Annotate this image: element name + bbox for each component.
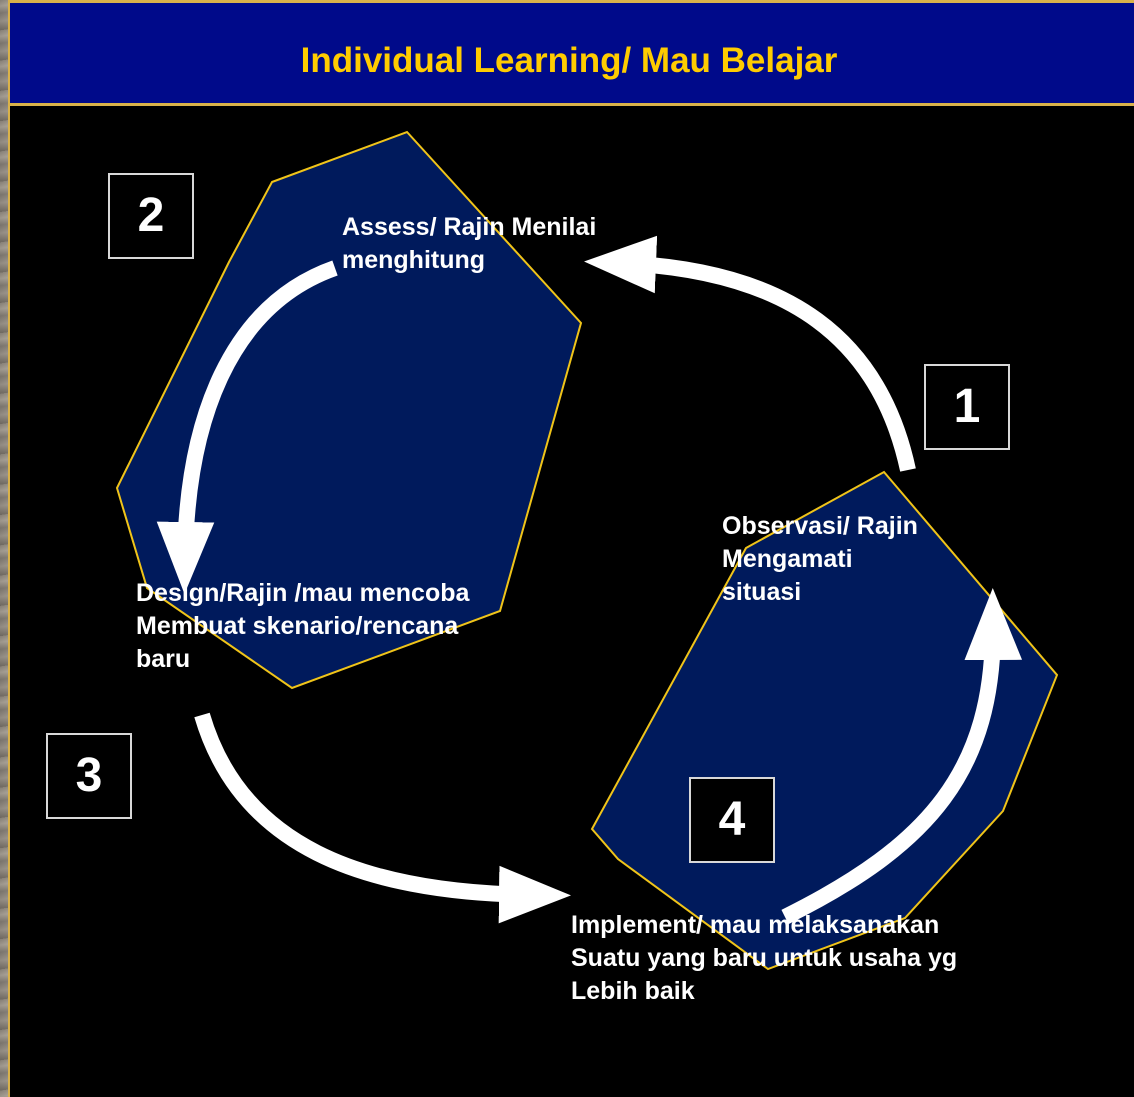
implement-line-3: Lebih baik bbox=[571, 977, 695, 1005]
design-line-1: Design/Rajin /mau mencoba bbox=[136, 579, 470, 607]
observasi-line-1: Observasi/ Rajin bbox=[722, 512, 918, 540]
implement-line-1: Implement/ mau melaksanakan bbox=[571, 911, 940, 939]
design-label: Design/Rajin /mau mencoba Membuat skenar… bbox=[136, 577, 469, 676]
design-line-2: Membuat skenario/rencana bbox=[136, 612, 459, 640]
implement-line-2: Suatu yang baru untuk usaha yg bbox=[571, 944, 958, 972]
slide-title: Individual Learning/ Mau Belajar bbox=[300, 41, 838, 80]
observasi-line-2: Mengamati bbox=[722, 545, 853, 573]
arrow-observe-to-assess bbox=[584, 235, 916, 472]
assess-line-2: menghitung bbox=[342, 246, 486, 274]
step-2-number-box: 2 bbox=[108, 173, 194, 259]
observasi-line-3: situasi bbox=[722, 578, 802, 606]
design-line-3: baru bbox=[136, 645, 191, 673]
title-bar: Individual Learning/ Mau Belajar bbox=[10, 0, 1134, 106]
assess-line-1: Assess/ Rajin Menilai bbox=[342, 213, 597, 241]
step-1-number-box: 1 bbox=[924, 364, 1010, 450]
arrow-design-to-implement bbox=[194, 712, 571, 924]
step-3-number-box: 3 bbox=[46, 733, 132, 819]
observasi-label: Observasi/ Rajin Mengamati situasi bbox=[722, 510, 918, 609]
arrow-assess-to-design bbox=[156, 260, 338, 594]
arrow-implement-to-observe bbox=[781, 588, 1023, 925]
step-4-number-box: 4 bbox=[689, 777, 775, 863]
implement-label: Implement/ mau melaksanakan Suatu yang b… bbox=[571, 909, 957, 1008]
assess-label: Assess/ Rajin Menilai menghitung bbox=[342, 211, 596, 277]
assess-octagon bbox=[115, 130, 583, 690]
